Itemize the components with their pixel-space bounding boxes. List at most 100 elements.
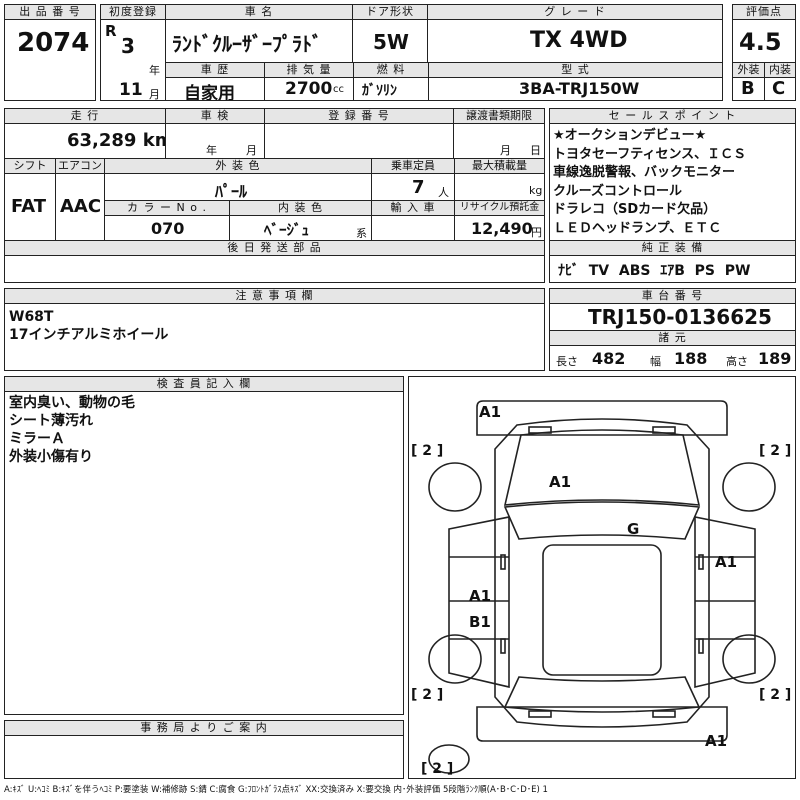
inspection-label: 車 検 — [165, 108, 265, 124]
color-label: 外 装 色 — [104, 158, 372, 174]
damage-mark: A1 — [705, 732, 727, 750]
load-cell: kg — [454, 173, 545, 201]
tyre-tread: [ 2 ] — [411, 443, 443, 459]
inspection-month: 月 — [246, 144, 257, 157]
reg-year: 3 — [121, 34, 135, 58]
first-reg-label: 初度登録 — [100, 4, 166, 20]
notes-label: 注 意 事 項 欄 — [4, 288, 545, 304]
ac-cell: AAC — [55, 173, 105, 241]
fuel-cell: ｶﾞｿﾘﾝ — [353, 77, 429, 101]
capacity-cell: 7 人 — [371, 173, 455, 201]
shift-cell: FAT — [4, 173, 56, 241]
inspector-cell: 室内臭い、動物の毛 シート薄汚れ ミラーＡ 外装小傷有り — [4, 391, 404, 715]
type-cell: 3BA-TRJ150W — [428, 77, 723, 101]
tyre-tread: [ 2 ] — [421, 761, 453, 777]
year-unit: 年 — [149, 64, 160, 77]
doors-value: 5W — [373, 30, 409, 54]
ext-grade: B — [741, 78, 755, 99]
chassis-cell: TRJ150-0136625 — [549, 303, 796, 331]
tyre-tread: [ 2 ] — [759, 687, 791, 703]
later-parts-label: 後 日 発 送 部 品 — [4, 240, 545, 256]
left-doors — [448, 516, 510, 689]
shift-value: FAT — [11, 196, 47, 217]
inspection-year: 年 — [206, 144, 217, 157]
recycle-value: 12,490 — [471, 219, 533, 238]
spare-tyre — [428, 744, 470, 774]
era: R — [105, 22, 117, 40]
reg-month: 11 — [119, 80, 143, 100]
intcolor-cell: ﾍﾞｰｼﾞｭ 系 — [229, 215, 372, 241]
chassis-number: TRJ150-0136625 — [588, 305, 772, 329]
rear-glass — [503, 676, 701, 713]
equipment-cell: ﾅﾋﾞ TV ABS ｴｱB PS PW — [549, 255, 796, 283]
intcolor-value: ﾍﾞｰｼﾞｭ — [264, 221, 310, 239]
wheel-rl — [428, 634, 482, 684]
intcolor-label: 内 装 色 — [229, 200, 372, 216]
type-value: 3BA-TRJ150W — [519, 79, 640, 98]
model-label: 車 名 — [165, 4, 353, 20]
dims-cell: 長さ 482 幅 188 高さ 189 — [549, 345, 796, 371]
regno-cell — [264, 123, 454, 159]
recycle-cell: 12,490 円 — [454, 215, 545, 241]
tyre-tread: [ 2 ] — [759, 443, 791, 459]
load-label: 最大積載量 — [454, 158, 545, 174]
damage-mark: A1 — [715, 553, 737, 571]
sales-text: ★オークションデビュー★ トヨタセーフティセンス、ＩＣＳ 車線逸脱警報、バックモ… — [553, 128, 747, 236]
ext-cell: B — [732, 77, 765, 101]
damage-mark: A1 — [479, 403, 501, 421]
width-label: 幅 — [650, 355, 661, 368]
colorno-cell: 070 — [104, 215, 230, 241]
load-unit: kg — [529, 184, 543, 197]
chassis-label: 車 台 番 号 — [549, 288, 796, 304]
int-label: 内装 — [764, 62, 796, 78]
history-cell: 自家用 — [165, 77, 265, 101]
damage-mark: A1 — [469, 587, 491, 605]
transfer-month: 月 — [500, 144, 511, 157]
windshield — [503, 501, 701, 540]
length-label: 長さ — [556, 355, 578, 368]
later-parts-cell — [4, 255, 545, 283]
length-value: 482 — [592, 349, 626, 368]
damage-mark: B1 — [469, 613, 491, 631]
damage-diagram: A1 A1 G A1 A1 B1 A1 [ 2 ] [ 2 ] [ 2 ] [ … — [408, 376, 796, 779]
color-value: ﾊﾟｰﾙ — [215, 182, 248, 201]
transfer-cell: 月 日 — [453, 123, 545, 159]
displacement-unit: cc — [333, 84, 344, 95]
transfer-label: 譲渡書類期限 — [453, 108, 545, 124]
ext-label: 外装 — [732, 62, 765, 78]
fuel-label: 燃 料 — [353, 62, 429, 78]
equipment-text: ﾅﾋﾞ TV ABS ｴｱB PS PW — [558, 263, 751, 279]
lot-cell: 2074 — [4, 19, 96, 101]
import-label: 輸 入 車 — [371, 200, 455, 216]
inspector-text: 室内臭い、動物の毛 シート薄汚れ ミラーＡ 外装小傷有り — [9, 395, 135, 465]
int-cell: C — [764, 77, 796, 101]
fuel-value: ｶﾞｿﾘﾝ — [362, 83, 397, 99]
mileage-label: 走 行 — [4, 108, 166, 124]
type-label: 型 式 — [428, 62, 723, 78]
model-cell: ﾗﾝﾄﾞｸﾙｰｻﾞｰﾌﾟﾗﾄﾞ — [165, 19, 353, 63]
body-outline — [494, 418, 710, 728]
doors-label: ドア形状 — [352, 4, 428, 20]
displacement-cell: 2700 cc — [264, 77, 354, 101]
score-label: 評価点 — [732, 4, 796, 20]
lot-label: 出 品 番 号 — [4, 4, 96, 20]
ac-label: エアコン — [55, 158, 105, 174]
displacement-label: 排 気 量 — [264, 62, 354, 78]
recycle-label: リサイクル預託金 — [454, 200, 545, 216]
wheel-rr — [722, 634, 776, 684]
wheel-fl — [428, 462, 482, 512]
grade-value: TX 4WD — [530, 28, 628, 53]
month-unit: 月 — [149, 88, 160, 101]
sales-cell: ★オークションデビュー★ トヨタセーフティセンス、ＩＣＳ 車線逸脱警報、バックモ… — [549, 123, 796, 241]
grade-label: グ レ ー ド — [427, 4, 723, 20]
dims-label: 諸 元 — [549, 330, 796, 346]
history-value: 自家用 — [184, 84, 235, 101]
width-value: 188 — [674, 349, 708, 368]
displacement-value: 2700 — [285, 79, 333, 99]
inspector-label: 検 査 員 記 入 欄 — [4, 376, 404, 392]
inspection-cell: 年 月 — [165, 123, 265, 159]
hood — [503, 429, 701, 506]
recycle-unit: 円 — [531, 226, 542, 239]
sales-label: セ ー ル ス ポ イ ン ト — [549, 108, 796, 124]
capacity-label: 乗車定員 — [371, 158, 455, 174]
